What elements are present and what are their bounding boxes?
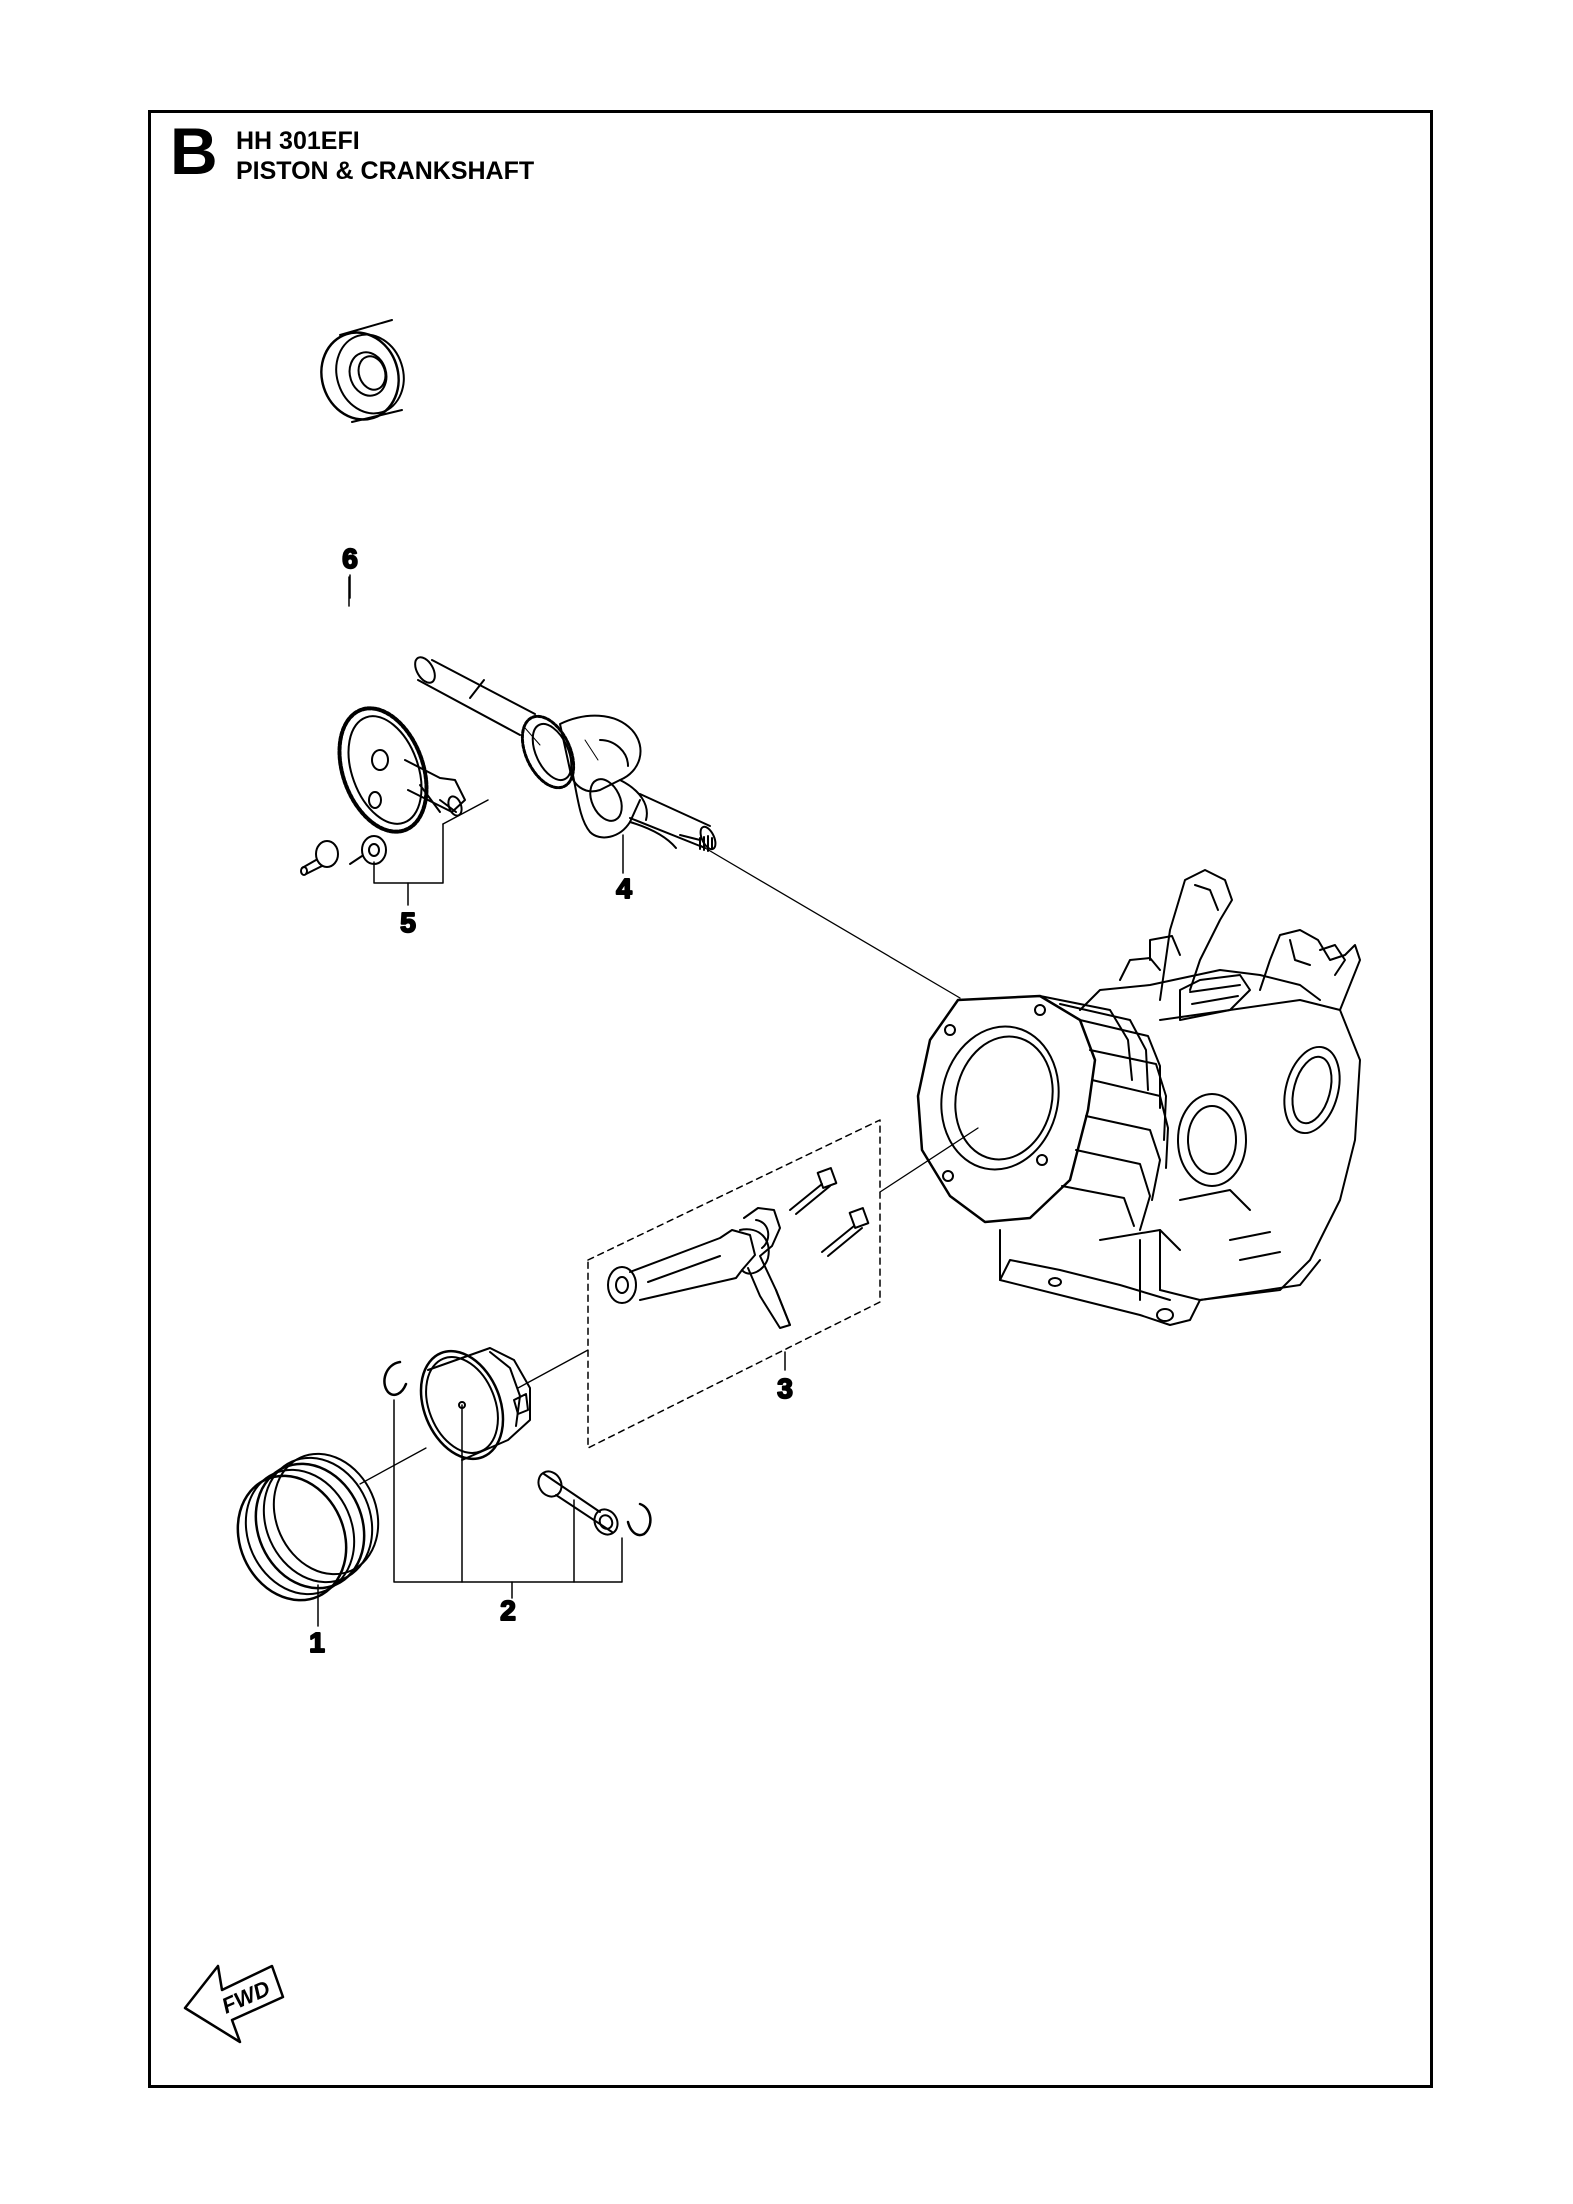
callout-5: 5	[400, 907, 416, 938]
drawing-frame	[148, 110, 1433, 2088]
leader-2	[393, 1399, 623, 1583]
crankshaft-part	[414, 656, 717, 852]
conrod-axis-line	[879, 1127, 979, 1193]
piston-rings-part	[236, 1452, 380, 1602]
bolt-part	[300, 840, 339, 876]
ring-axis-line	[359, 1447, 427, 1485]
callout-1: 1	[309, 1627, 325, 1658]
callout-6: 6	[342, 543, 358, 574]
section-letter: B	[170, 114, 218, 188]
rod-bolt-part	[789, 1167, 870, 1257]
engine-block-part	[916, 869, 1361, 1326]
ball-bearing-part	[320, 319, 405, 423]
piston-part	[419, 1347, 531, 1461]
leader-5-gear	[442, 799, 489, 825]
model-name: HH 301EFI	[236, 127, 360, 155]
callout-3: 3	[777, 1373, 793, 1404]
connecting-rod-part	[607, 1228, 770, 1304]
forward-direction-arrow-icon	[183, 1964, 285, 2044]
piston-axis-line	[517, 1349, 589, 1389]
circlip-left-part	[383, 1360, 408, 1396]
balancer-shaft-part	[337, 706, 466, 834]
piston-pin-part	[537, 1470, 619, 1536]
circlip-right-part	[626, 1502, 652, 1537]
kit-boundary-box	[587, 1119, 881, 1449]
callout-2: 2	[500, 1595, 516, 1626]
diagram-title: PISTON & CRANKSHAFT	[236, 157, 535, 185]
assembly-axis-line	[699, 844, 961, 999]
callout-4: 4	[616, 873, 632, 904]
rod-cap-part	[743, 1207, 791, 1329]
leader-5	[373, 823, 444, 884]
washer-part	[349, 835, 387, 865]
